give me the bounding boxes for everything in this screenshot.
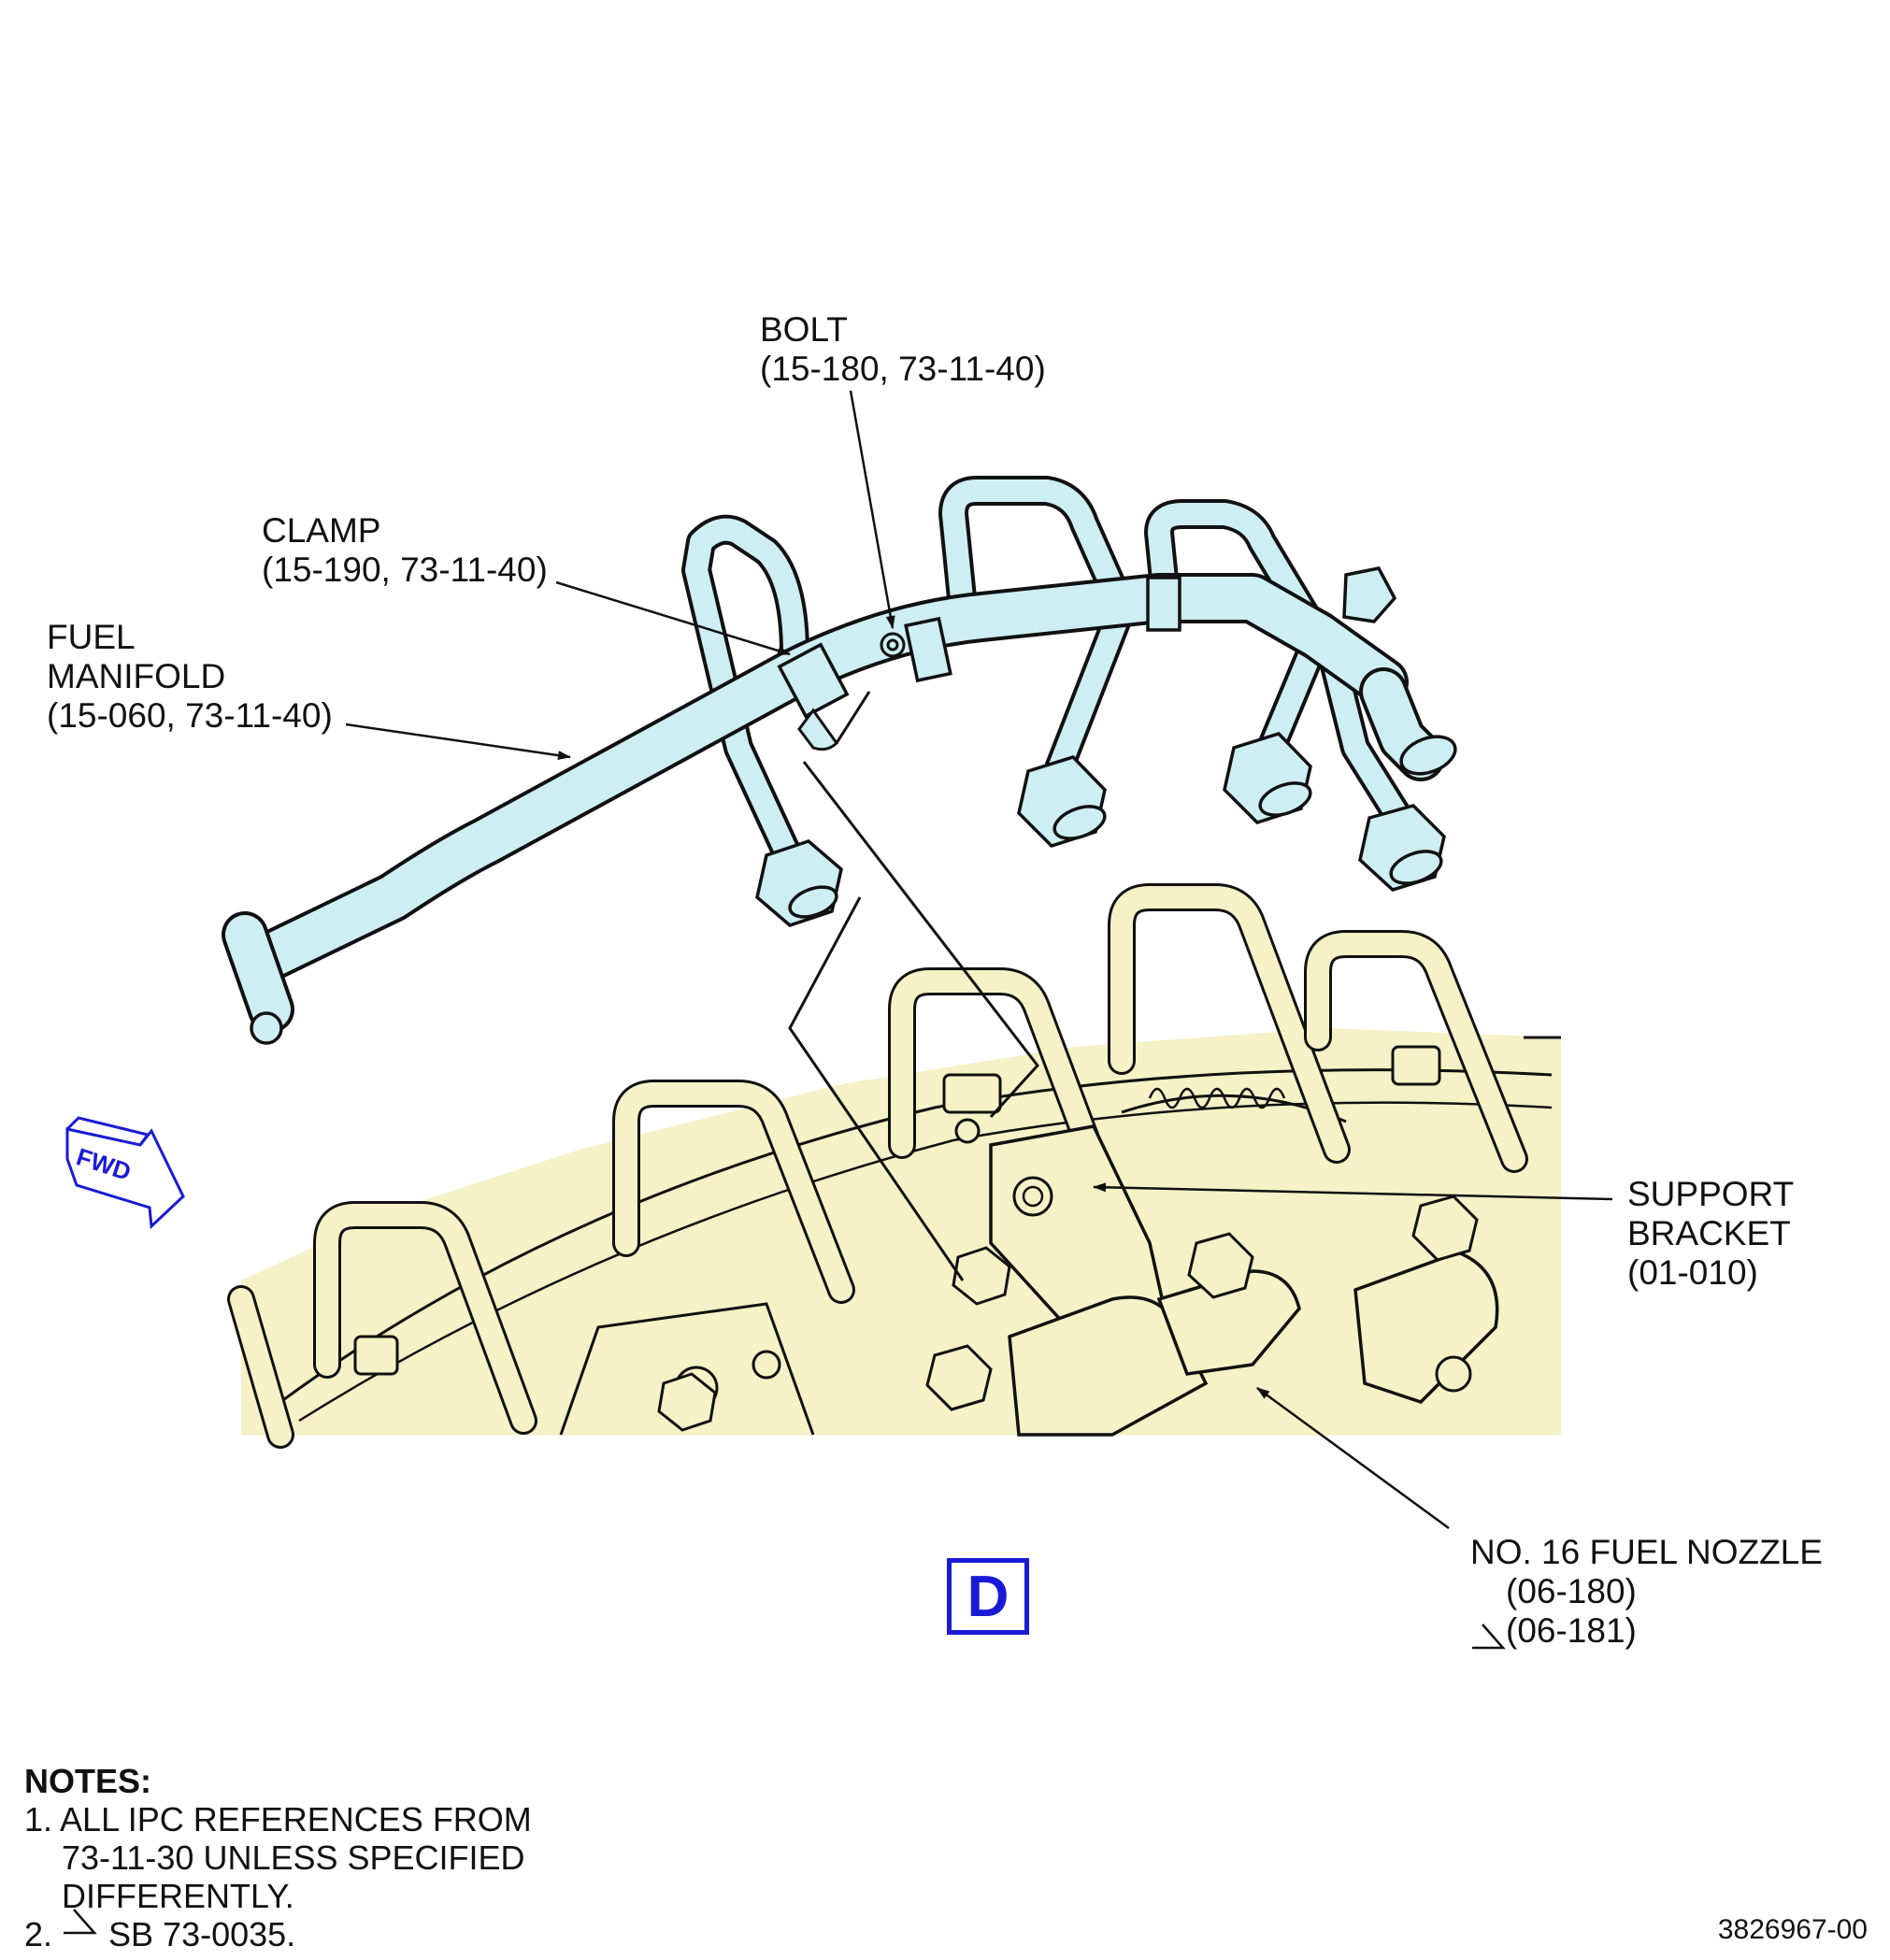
nozzle-ref1: (06-180)	[1506, 1572, 1637, 1610]
clamp-leader	[555, 580, 791, 656]
bolt-leader	[849, 390, 895, 629]
note-line: DIFFERENTLY.	[24, 1877, 294, 1915]
clamp-name: CLAMP	[262, 511, 381, 550]
nozzle-callout: NO. 16 FUEL NOZZLE (06-180) (06-181)	[1470, 1533, 1823, 1651]
manifold-ref: (15-060, 73-11-40)	[47, 696, 333, 735]
bolt-ref: (15-180, 73-11-40)	[760, 350, 1046, 388]
support-name-line1: SUPPORT	[1627, 1175, 1795, 1213]
sb-triangle-icon	[1472, 1624, 1506, 1650]
note-line: 73-11-30 UNLESS SPECIFIED	[24, 1838, 525, 1877]
sheet-identifier: 3826967-00	[1717, 1914, 1868, 1945]
clamp-ref: (15-190, 73-11-40)	[262, 551, 548, 589]
support-name-line2: BRACKET	[1627, 1214, 1791, 1252]
manifold-leader	[345, 722, 571, 761]
view-identifier-box: D	[947, 1558, 1029, 1635]
manifold-name-line1: FUEL	[47, 618, 136, 656]
support-bracket-leader	[1093, 1182, 1613, 1201]
note-line: 1. ALL IPC REFERENCES FROM	[24, 1800, 532, 1838]
engine-case	[227, 883, 1561, 1449]
bolt-name: BOLT	[760, 310, 848, 349]
sb-note-triangle-icon	[64, 1909, 97, 1935]
notes-title: NOTES:	[24, 1762, 152, 1800]
clamp-callout: CLAMP (15-190, 73-11-40)	[262, 511, 548, 590]
bolt-callout: BOLT (15-180, 73-11-40)	[760, 310, 1046, 389]
support-ref: (01-010)	[1627, 1253, 1758, 1292]
support-bracket-callout: SUPPORT BRACKET (01-010)	[1627, 1175, 1794, 1293]
manifold-name-line2: MANIFOLD	[47, 657, 226, 695]
fwd-arrow-icon: FWD	[65, 1116, 185, 1230]
nozzle-leader	[1256, 1386, 1450, 1530]
manifold-callout: FUEL MANIFOLD (15-060, 73-11-40)	[47, 618, 333, 736]
note-line: 2. SB 73-0035.	[24, 1915, 296, 1953]
notes-block: NOTES: 1. ALL IPC REFERENCES FROM 73-11-…	[24, 1762, 532, 1953]
nozzle-ref2: (06-181)	[1506, 1611, 1637, 1650]
nozzle-name: NO. 16 FUEL NOZZLE	[1470, 1533, 1823, 1571]
